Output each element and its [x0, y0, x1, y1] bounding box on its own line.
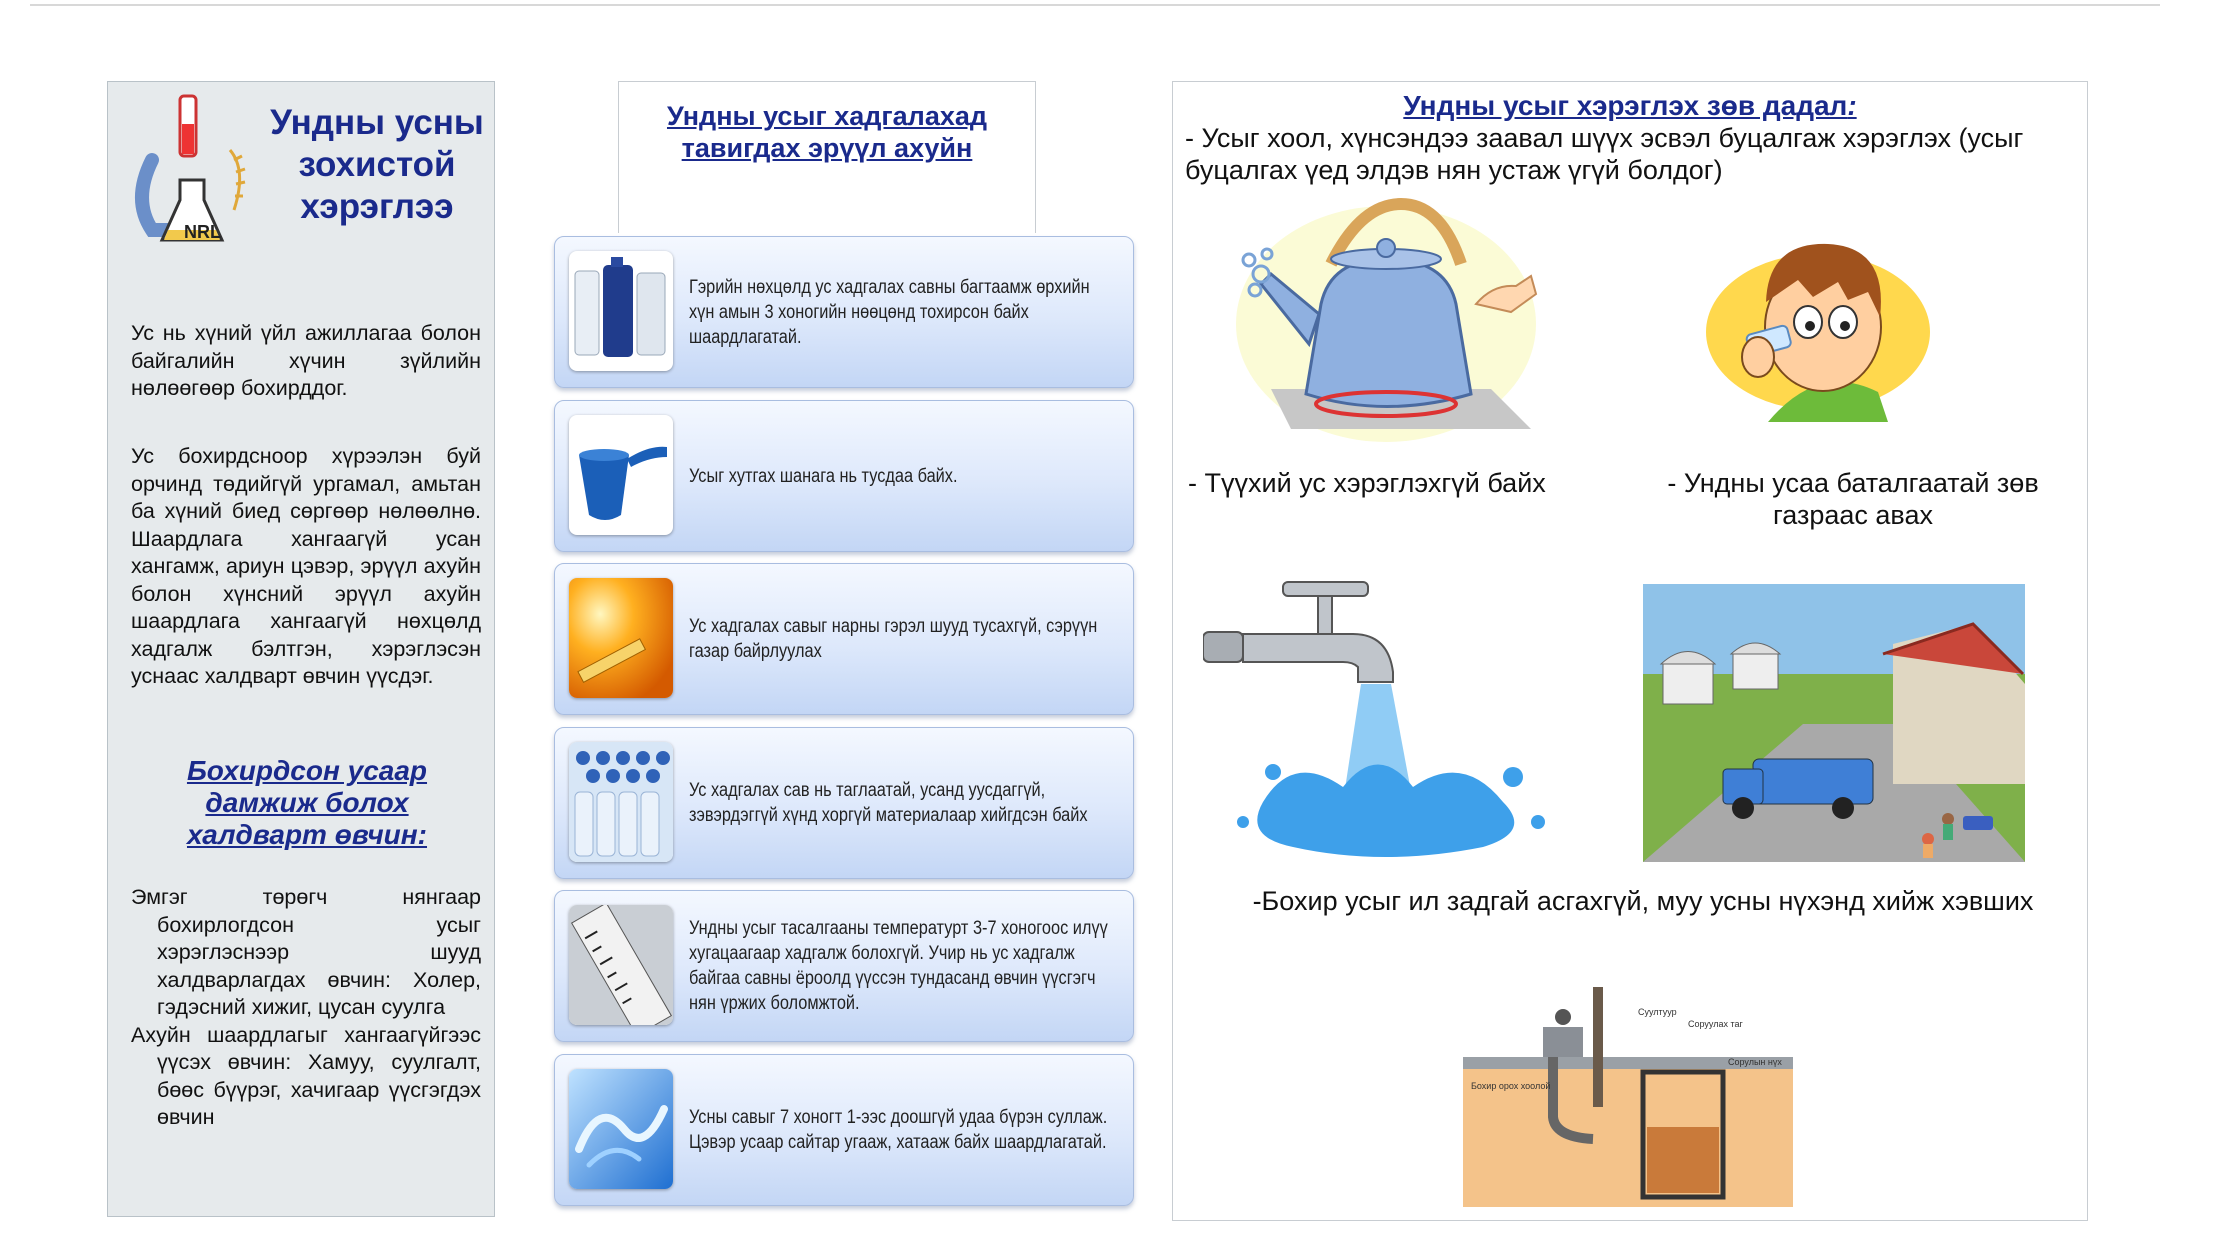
right-title-text: Ундны усыг хэрэглэх зөв дадал — [1403, 90, 1848, 121]
card-text: Гэрийн нөхцөлд ус хадгалах савны багтаам… — [689, 276, 1090, 348]
disease-list: Эмгэг төрөгч нянгаар бохирлогдсон усыг х… — [131, 884, 481, 1132]
storage-card-5: Ундны усыг тасалгааны температурт 3-7 хо… — [554, 890, 1134, 1042]
diagram-label-1: Суултуур — [1638, 1007, 1677, 1017]
water-bottles-icon — [569, 742, 673, 862]
storage-card-1: Гэрийн нөхцөлд ус хадгалах савны багтаам… — [554, 236, 1134, 388]
logo-text: NRL — [184, 222, 221, 242]
water-truck-village-illustration — [1643, 584, 2025, 862]
right-title-colon: : — [1847, 90, 1857, 121]
middle-title-box: Ундны усыг хадгалахад тавигдах эрүүл аху… — [618, 81, 1036, 233]
storage-card-4: Ус хадгалах сав нь таглаатай, усанд уусд… — [554, 727, 1134, 879]
top-divider — [30, 4, 2160, 6]
caption-safe-source: - Ундны усаа баталгаатай зөв газраас ава… — [1667, 468, 2039, 530]
storage-card-3: Ус хадгалах савыг нарны гэрэл шууд тусах… — [554, 563, 1134, 715]
card-text: Усыг хутгах шанага нь тусдаа байх. — [689, 465, 958, 487]
card-text: Ус хадгалах савыг нарны гэрэл шууд тусах… — [689, 616, 1098, 662]
storage-card-2: Усыг хутгах шанага нь тусдаа байх. — [554, 400, 1134, 552]
left-paragraph-2: Ус бохирдсноор хүрээлэн буй орчинд төдий… — [131, 444, 481, 688]
left-title: Ундны усны зохистой хэрэглээ — [270, 103, 484, 226]
thermometer-icon — [569, 905, 673, 1025]
list-item: Эмгэг төрөгч нянгаар бохирлогдсон усыг х… — [131, 885, 481, 1019]
boiling-kettle-illustration — [1236, 197, 1538, 442]
lab-flask-logo-icon: NRL — [135, 94, 246, 242]
diagram-label-3: Сорулын нүх — [1728, 1057, 1782, 1067]
left-panel: NRL Ундны усны зохистой хэрэглээ Ус нь х… — [107, 81, 495, 1217]
caption-raw-water: - Түүхий ус хэрэглэхгүй байх — [1188, 468, 1546, 498]
right-intro: - Усыг хоол, хүнсэндээ заавал шүүх эсвэл… — [1185, 123, 2024, 185]
storage-card-6: Усны савыг 7 хоногт 1-ээс доошгүй удаа б… — [554, 1054, 1134, 1206]
card-text: Ус хадгалах сав нь таглаатай, усанд уусд… — [689, 780, 1088, 826]
water-wave-icon — [569, 1069, 673, 1189]
sun-heat-icon — [569, 578, 673, 698]
right-title: Ундны усыг хэрэглэх зөв дадал: — [1173, 90, 2087, 122]
left-paragraph-1: Ус нь хүний үйл ажиллагаа болон байгалий… — [131, 321, 481, 400]
water-scoop-icon — [569, 415, 673, 535]
drinking-boy-illustration — [1706, 243, 1930, 422]
diagram-label-2: Соруулах таг — [1688, 1019, 1743, 1029]
right-panel: Ундны усыг хэрэглэх зөв дадал: - Усыг хо… — [1172, 81, 2088, 1221]
card-text: Ундны усыг тасалгааны температурт 3-7 хо… — [689, 918, 1108, 1014]
diagram-label-4: Бохир орох хоолой — [1471, 1081, 1550, 1091]
card-text: Усны савыг 7 хоногт 1-ээс доошгүй удаа б… — [689, 1107, 1108, 1153]
middle-title: Ундны усыг хадгалахад тавигдах эрүүл аху… — [666, 101, 988, 163]
water-faucet-illustration — [1203, 581, 1545, 857]
water-jugs-icon — [569, 251, 673, 371]
left-subheading: Бохирдсон усаар дамжиж болох халдварт өв… — [186, 755, 428, 850]
list-item: Ахуйн шаардлагыг хангаагүйгээс үүсэх өвч… — [131, 1022, 481, 1130]
caption-wastewater: -Бохир усыг ил задгай асгахгүй, муу усны… — [1252, 886, 2034, 916]
latrine-cross-section-diagram: Суултуур Соруулах таг Сорулын нүх Бохир … — [1463, 987, 1793, 1207]
